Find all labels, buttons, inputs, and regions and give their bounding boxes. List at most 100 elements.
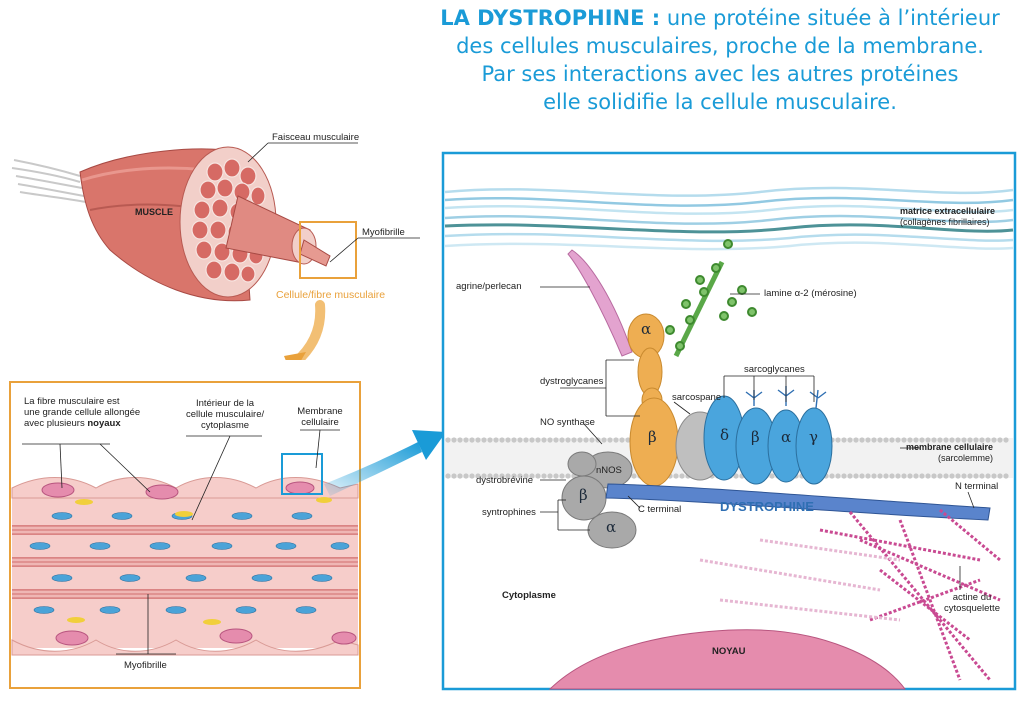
lipid-head [517, 437, 523, 443]
agrine-label: agrine/perlecan [456, 281, 522, 292]
lipid-head [985, 473, 991, 479]
lipid-head [865, 437, 871, 443]
zoom-arrow-blue [324, 430, 446, 496]
lipid-head [979, 473, 985, 479]
lipid-head [1003, 473, 1009, 479]
lipid-head [841, 473, 847, 479]
lipid-head [451, 437, 457, 443]
lipid-head [835, 437, 841, 443]
lipid-head [769, 473, 775, 479]
membrane-cellulaire-label: Membrane cellulaire [297, 406, 343, 428]
lipid-head [547, 437, 553, 443]
sarcoglycans [703, 395, 833, 485]
sarcoglycan-alpha: α [781, 428, 792, 446]
sarcoglycan-beta: β [751, 428, 760, 446]
dystrophin-rod [605, 483, 991, 521]
lipid-head [889, 473, 895, 479]
lipid-head [565, 473, 571, 479]
lipid-head [451, 473, 457, 479]
nucleus [548, 629, 906, 690]
lipid-head [895, 473, 901, 479]
lipid-head [535, 473, 541, 479]
dystrobrevine-label: dystrobrévine [476, 475, 534, 486]
lipid-head [457, 437, 463, 443]
lipid-head [577, 437, 583, 443]
lipid-head [877, 437, 883, 443]
lipid-head [895, 437, 901, 443]
lipid-head [871, 437, 877, 443]
lipid-head [931, 437, 937, 443]
muscle-fiber-cells [11, 477, 359, 656]
lipid-head [901, 473, 907, 479]
lipid-head [607, 437, 613, 443]
lipid-head [523, 437, 529, 443]
dystroglycan-alpha: α [641, 320, 652, 338]
tendon [11, 159, 87, 203]
lipid-head [961, 437, 967, 443]
dystroglycan-complex [627, 313, 679, 487]
lipid-head [679, 473, 685, 479]
dystroglycan-beta: β [648, 428, 657, 446]
sarcoglycan-delta: δ [720, 426, 730, 444]
fiber-panel [9, 381, 361, 689]
lipid-head [949, 437, 955, 443]
lipid-head [673, 473, 679, 479]
no-synthase-label: NO synthase [540, 417, 595, 428]
fiber-desc: La fibre musculaire est une grande cellu… [24, 396, 141, 429]
lipid-head [919, 473, 925, 479]
lipid-head [985, 437, 991, 443]
title-line4: elle solidifie la cellule musculaire. [543, 90, 897, 114]
lipid-head [955, 473, 961, 479]
title-bold: LA DYSTROPHINE : [440, 6, 661, 30]
lipid-head [445, 473, 451, 479]
laminine-chain [665, 239, 757, 358]
lipid-head [469, 437, 475, 443]
myofibril-zoom-box [299, 221, 357, 279]
matrice-label: matrice extracellulaire (collagènes fibr… [900, 206, 996, 227]
lipid-head [475, 473, 481, 479]
lipid-head [871, 473, 877, 479]
lipid-head [859, 473, 865, 479]
lipid-head [547, 473, 553, 479]
actin-filaments [699, 508, 1001, 681]
lipid-head [463, 473, 469, 479]
lipid-head [907, 437, 913, 443]
muscle-label: MUSCLE [135, 207, 173, 217]
syntrophin-beta: β [579, 486, 588, 504]
lipid-head [475, 437, 481, 443]
lipid-head [463, 437, 469, 443]
lipid-head [505, 473, 511, 479]
lipid-head [499, 437, 505, 443]
lipid-head [589, 437, 595, 443]
lipid-head [1003, 437, 1009, 443]
lipid-head [517, 473, 523, 479]
lipid-head [967, 437, 973, 443]
page-title: LA DYSTROPHINE : une protéine située à l… [420, 4, 1020, 116]
lipid-head [523, 473, 529, 479]
lipid-head [991, 473, 997, 479]
sarcoglycan-gamma: γ [809, 428, 818, 446]
noyau-label: NOYAU [712, 646, 746, 657]
lipid-head [943, 473, 949, 479]
membrane-zoom-box [281, 453, 323, 495]
lipid-head [619, 437, 625, 443]
lipid-head [853, 473, 859, 479]
nnos-syntrophin [561, 451, 637, 549]
lipid-head [631, 473, 637, 479]
lipid-head [487, 473, 493, 479]
lipid-head [469, 473, 475, 479]
actine-label: actine du cytosquelette [944, 592, 1000, 614]
lipid-head [511, 473, 517, 479]
collagen-fibers [444, 186, 1014, 251]
lipid-head [991, 437, 997, 443]
lipid-head [901, 437, 907, 443]
lipid-head [493, 473, 499, 479]
lipid-head [973, 473, 979, 479]
lipid-head [835, 473, 841, 479]
syntrophin-alpha: α [606, 518, 617, 536]
lipid-head [883, 473, 889, 479]
lipid-head [511, 437, 517, 443]
lipid-head [601, 437, 607, 443]
lipid-head [973, 437, 979, 443]
zoom-arrow-orange [291, 300, 326, 360]
